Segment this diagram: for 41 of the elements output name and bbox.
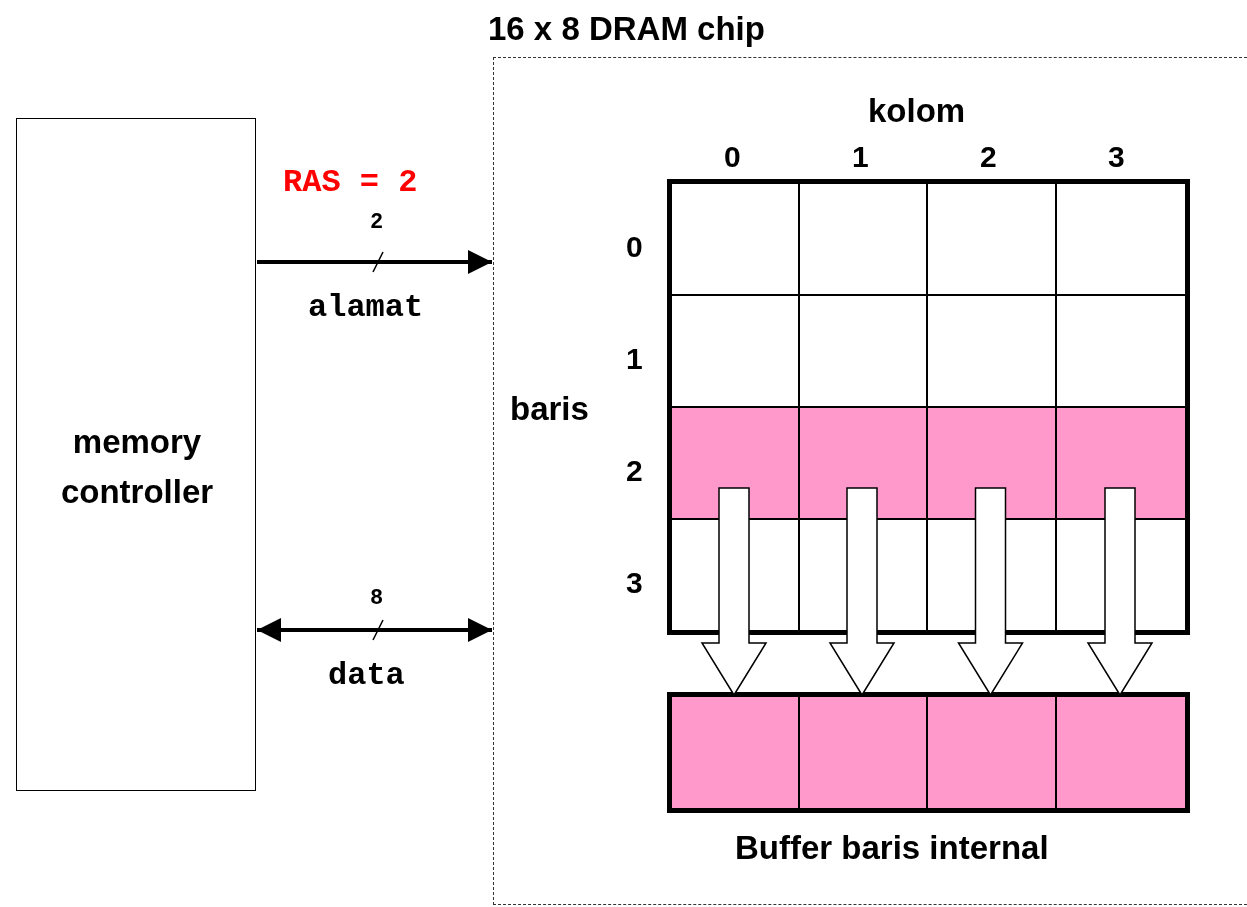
memory-cell [671,407,799,519]
column-number: 3 [1108,142,1125,172]
buffer-cell [927,696,1056,809]
column-number: 2 [980,142,997,172]
bus-width: 2 [370,212,384,234]
ras-label: RAS = 2 [283,167,418,199]
memory-cell [927,295,1056,407]
row-number: 0 [626,232,643,262]
row-number: 3 [626,568,643,598]
edge-label: alamat [308,292,424,324]
memory-cell [927,407,1056,519]
controller-box [16,118,256,791]
block-arrow [957,487,1024,697]
memory-cell [671,183,799,295]
memory-cell [1056,295,1186,407]
memory-cell [1056,407,1186,519]
row-number: 2 [626,456,643,486]
bus-arrow [257,250,492,274]
column-heading: kolom [868,94,966,127]
bus-width: 8 [370,588,384,610]
block-arrow [700,487,768,697]
row-heading: baris [510,392,589,425]
memory-cell [1056,183,1186,295]
memory-cell [799,407,927,519]
column-number: 1 [852,142,869,172]
memory-cell [671,295,799,407]
chip-title: 16 x 8 DRAM chip [488,12,765,45]
bus-arrow [257,618,492,642]
buffer-caption: Buffer baris internal [735,831,1049,864]
block-arrow [828,487,896,697]
column-number: 0 [724,142,741,172]
buffer-cell [671,696,799,809]
buffer-cell [1056,696,1186,809]
memory-cell [927,183,1056,295]
memory-cell [799,295,927,407]
row-number: 1 [626,344,643,374]
block-arrow [1086,487,1154,697]
edge-label: data [328,660,405,692]
controller-label: memory controller [59,422,215,512]
buffer-cell [799,696,927,809]
memory-cell [799,183,927,295]
